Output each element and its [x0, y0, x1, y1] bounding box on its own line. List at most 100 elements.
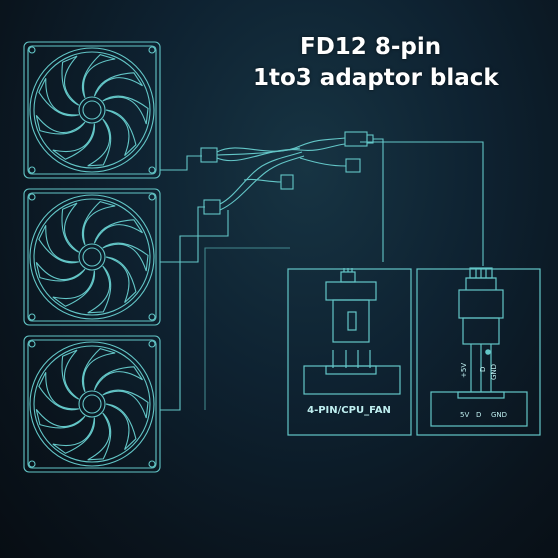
argb-arrow-dot	[485, 349, 491, 355]
fan-screw-hole	[28, 460, 36, 468]
adaptor-output-connector-argb	[345, 158, 361, 173]
fan-blade	[81, 347, 116, 393]
fan-blade	[35, 115, 86, 135]
argb-header-panel-frame	[416, 268, 541, 436]
fan-screw-hole	[148, 193, 156, 201]
fan-frame	[23, 41, 161, 179]
fan-frame	[23, 335, 161, 473]
fan-blade	[93, 219, 143, 244]
argb-header-socket-inner	[457, 391, 505, 399]
fan-screw-hole	[148, 313, 156, 321]
fan-bottom-lead	[160, 210, 229, 411]
fan-middle-lead	[160, 206, 205, 263]
fan-screw-hole	[28, 340, 36, 348]
bundle-top-a	[216, 137, 346, 153]
bundle-branch	[243, 178, 282, 183]
argb-plug-shoulder	[465, 277, 497, 290]
fan-top-lead	[160, 155, 202, 171]
fan-ring-inner	[33, 198, 151, 316]
fan-top	[23, 41, 161, 179]
argb-plug-lower	[462, 317, 500, 345]
fan-header-label: 4-PIN/CPU_FAN	[307, 405, 391, 416]
product-title-line-1: FD12 8-pin	[300, 34, 442, 60]
fan-blade	[52, 270, 95, 307]
fan-plug-latch	[340, 271, 356, 283]
fan-ring-outer	[29, 341, 155, 467]
fan-blade	[87, 265, 112, 314]
argb-header-label-d: D	[476, 411, 481, 419]
fan-plug-body	[332, 299, 370, 343]
fan-hub	[78, 390, 106, 418]
fan-blade	[52, 417, 95, 454]
fan-middle	[23, 188, 161, 326]
fan-ring-inner	[33, 51, 151, 169]
argb-header-panel: +5V D GND 5V D GND	[416, 267, 541, 436]
argb-header-label-5v: 5V	[460, 411, 469, 419]
fan-blade	[61, 202, 80, 253]
fan-screw-hole	[28, 166, 36, 174]
fan-frame-inner	[27, 192, 157, 322]
fan-hub-inner	[82, 247, 102, 267]
adaptor-input-connector-1	[200, 147, 218, 163]
fan-blade	[87, 118, 112, 167]
bundle-top-c	[216, 147, 301, 156]
fan-header-socket-inner	[325, 365, 377, 375]
fan-blade	[52, 123, 95, 160]
fan-screw-hole	[148, 46, 156, 54]
fan-hub-inner	[82, 100, 102, 120]
fan-header-cable	[373, 138, 384, 262]
fan-screw-hole	[148, 166, 156, 174]
fan-blade	[105, 256, 137, 303]
fan-screw-hole	[28, 193, 36, 201]
argb-pin-label-d: D	[479, 367, 487, 372]
bundle-mid-b	[219, 155, 305, 211]
fan-ring-outer	[29, 194, 155, 320]
argb-header-socket	[430, 391, 528, 427]
adaptor-output-connector-fan	[344, 131, 368, 147]
fan-header-panel: 4-PIN/CPU_FAN	[287, 268, 412, 436]
fan-blade	[38, 225, 79, 264]
fan-screw-hole	[28, 313, 36, 321]
fan-frame-inner	[27, 45, 157, 175]
fan-blade	[61, 349, 80, 400]
fan-blade	[38, 372, 79, 411]
fan-blade	[102, 242, 149, 272]
bundle-lower-out	[299, 157, 347, 167]
fan-screw-hole	[148, 340, 156, 348]
fan-blade	[35, 262, 86, 282]
product-title-line-2: 1to3 adaptor black	[253, 65, 499, 91]
adaptor-input-connector-2	[203, 199, 221, 215]
fan-blade	[81, 53, 116, 99]
fan-blade	[93, 366, 143, 391]
fan-blade	[38, 78, 79, 117]
fan-blade	[102, 389, 149, 419]
fan-blade	[105, 109, 137, 156]
fan-frame	[23, 188, 161, 326]
wires-group	[160, 131, 484, 411]
fan-hub	[78, 243, 106, 271]
argb-header-cable	[360, 141, 484, 266]
bundle-mid-a	[219, 151, 303, 205]
argb-pin-label-5v: +5V	[460, 363, 468, 378]
fan-header-socket	[303, 365, 401, 395]
fan-blade	[105, 403, 137, 450]
argb-header-label-gnd: GND	[491, 411, 507, 419]
argb-pin-label-gnd: GND	[490, 364, 498, 380]
fan-blade	[81, 200, 116, 246]
fan-screw-hole	[28, 46, 36, 54]
fans-group	[23, 41, 161, 473]
fan-ring-inner	[33, 345, 151, 463]
fan-blade	[61, 55, 80, 106]
argb-plug-body	[458, 289, 504, 319]
fan-ring-outer	[29, 47, 155, 173]
fan-screw-hole	[148, 460, 156, 468]
fan-header-panel-frame	[287, 268, 412, 436]
adaptor-input-connector-3	[280, 174, 294, 190]
bundle-top-b	[216, 143, 346, 162]
fan-blade	[35, 409, 86, 429]
fan-frame-inner	[27, 339, 157, 469]
fan-blade	[87, 412, 112, 461]
fan-blade	[102, 95, 149, 125]
